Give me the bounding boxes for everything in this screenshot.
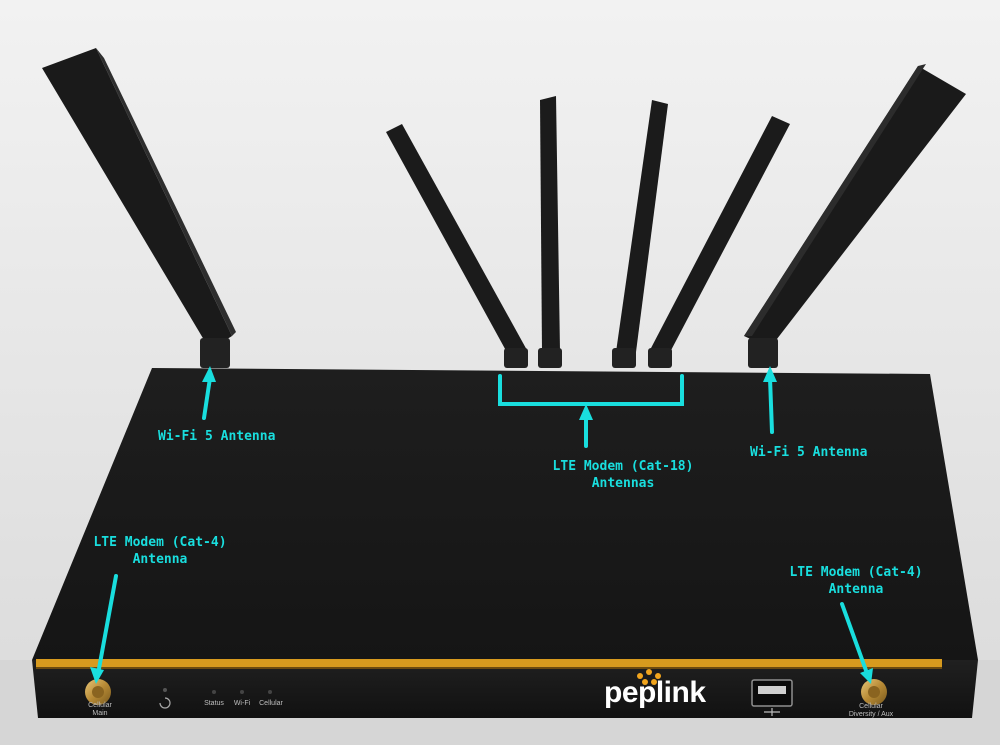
antenna-lte-1: [386, 124, 528, 368]
status-led: [212, 690, 216, 694]
antenna-lte-4: [648, 116, 790, 368]
callout-lte-cat18: LTE Modem (Cat-18) Antennas: [548, 458, 698, 492]
cellular-led: [268, 690, 272, 694]
callout-lte-cat4-left-line2: Antenna: [132, 552, 188, 567]
callout-lte-cat4-right-line1: LTE Modem (Cat-4): [789, 565, 923, 580]
label-cellular-div-line1: Cellular: [859, 703, 883, 710]
callout-lte-cat4-right: LTE Modem (Cat-4) Antenna: [786, 564, 926, 598]
callout-lte-cat18-line2: Antennas: [591, 476, 655, 491]
antenna-wifi-right: [744, 64, 966, 368]
wifi-led: [240, 690, 244, 694]
label-wifi: Wi-Fi: [233, 700, 251, 707]
callout-arrows: [96, 374, 870, 678]
callout-lte-cat4-right-line2: Antenna: [828, 582, 884, 597]
label-cellular-diversity-aux: Cellular Diversity / Aux: [836, 703, 906, 719]
arrowheads: [90, 366, 873, 684]
callout-lte-cat4-left: LTE Modem (Cat-4) Antenna: [90, 534, 230, 568]
label-cellular: Cellular: [259, 700, 283, 707]
label-cellular-main-line2: Main: [92, 710, 108, 717]
peplink-logo: peplink: [604, 676, 706, 709]
label-cellular-main: Cellular Main: [82, 702, 118, 718]
peplink-logo-dots-icon: [637, 669, 661, 685]
label-status: Status: [204, 700, 224, 707]
antenna-lte-3: [612, 100, 668, 368]
antenna-lte-2: [538, 96, 562, 368]
callout-wifi-left: Wi-Fi 5 Antenna: [158, 429, 276, 444]
callout-lte-cat4-left-line1: LTE Modem (Cat-4): [93, 535, 227, 550]
antenna-wifi-left: [42, 48, 236, 368]
label-cellular-main-line1: Cellular: [88, 702, 112, 709]
label-cellular-div-line2: Diversity / Aux: [848, 711, 894, 718]
usb-port-icon: [751, 679, 793, 716]
sma-connector-aux: [861, 679, 887, 705]
router-body: [32, 368, 978, 718]
reset-button-icon: [159, 688, 171, 709]
sma-connector-main: [85, 679, 111, 705]
callout-lte-cat18-line1: LTE Modem (Cat-18): [552, 459, 694, 474]
callout-wifi-right: Wi-Fi 5 Antenna: [750, 445, 868, 460]
